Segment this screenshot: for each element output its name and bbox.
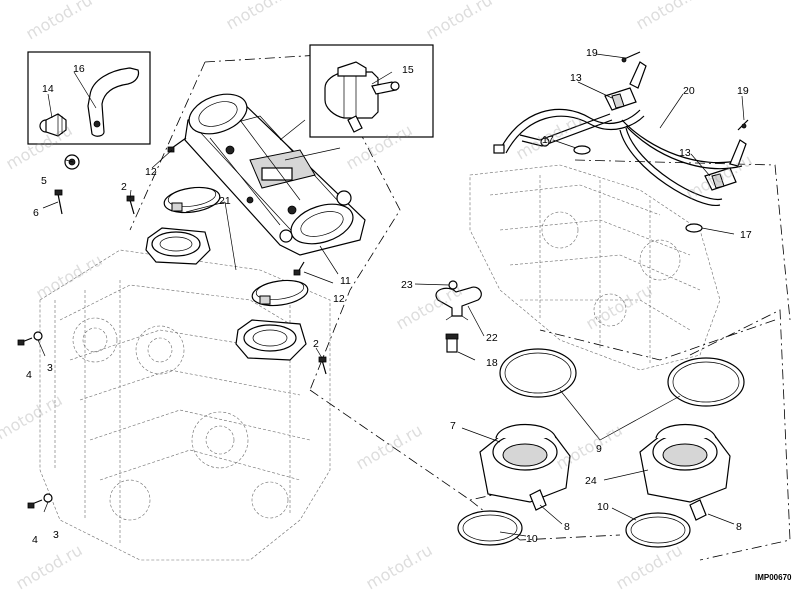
callout-9: 9: [596, 443, 602, 455]
watermark-text: motod.ru: [353, 420, 426, 473]
callout-8-right: 8: [736, 521, 742, 533]
callout-17-lower: 17: [740, 229, 752, 241]
callout-3-upper: 3: [47, 362, 53, 374]
callout-19-right: 19: [737, 85, 749, 97]
watermark-text: motod.ru: [633, 0, 706, 33]
intake-flanges-left: [145, 227, 307, 361]
intake-funnels-right: [457, 348, 745, 548]
leader-lines: [37, 53, 745, 537]
throttle-body-assembly: [184, 93, 366, 256]
callout-14: 14: [42, 83, 54, 95]
callout-10-right: 10: [597, 501, 609, 513]
watermark-text: motod.ru: [0, 390, 66, 443]
callout-18: 18: [486, 357, 498, 369]
fuel-rail-hose: [493, 108, 743, 206]
callout-6: 6: [33, 207, 39, 219]
callout-20: 20: [683, 85, 695, 97]
reference-code: IMP00670: [755, 573, 792, 582]
engine-block-right-outline: [469, 164, 721, 371]
callout-7: 7: [450, 420, 456, 432]
watermark-text: motod.ru: [13, 540, 86, 593]
watermark-text: motod.ru: [33, 250, 106, 303]
callout-23: 23: [401, 279, 413, 291]
watermark-text: motod.ru: [363, 540, 436, 593]
bracket-parts: [435, 280, 482, 353]
watermark-text: motod.ru: [683, 150, 756, 203]
callout-10-left: 10: [526, 533, 538, 545]
callout-13-lower: 13: [679, 147, 691, 159]
hose-clips-17: [573, 145, 703, 233]
watermark-text: motod.ru: [583, 280, 656, 333]
callout-2-upper: 2: [121, 181, 127, 193]
callout-22: 22: [486, 332, 498, 344]
callout-15: 15: [402, 64, 414, 76]
watermark-text: motod.ru: [613, 540, 686, 593]
callout-13-upper: 13: [570, 72, 582, 84]
callout-24: 24: [585, 475, 597, 487]
callout-4-lower: 4: [32, 534, 38, 546]
inset-box-15: [309, 44, 434, 138]
callout-2-lower: 2: [313, 338, 319, 350]
watermark-text: motod.ru: [23, 0, 96, 43]
callout-3-lower: 3: [53, 529, 59, 541]
callout-12-upper: 12: [145, 166, 157, 178]
callout-17-upper: 17: [542, 134, 554, 146]
fuel-injectors: [604, 51, 749, 191]
callout-12-lower: 12: [333, 293, 345, 305]
callout-16: 16: [73, 63, 85, 75]
callout-11: 11: [340, 275, 351, 287]
callout-19-left: 19: [586, 47, 598, 59]
callout-5: 5: [41, 175, 47, 187]
callout-4-upper: 4: [26, 369, 32, 381]
watermark-text: motod.ru: [423, 0, 496, 43]
callout-8-left: 8: [564, 521, 570, 533]
callout-labels: 16 14 15 5 6 12 2 21 11 12 2 3 4 3 4 19 …: [26, 47, 792, 582]
callout-21: 21: [219, 195, 231, 207]
hose-clamps: [163, 186, 309, 307]
inset-box-14-16: [27, 51, 151, 145]
watermark-text: motod.ru: [223, 0, 296, 33]
